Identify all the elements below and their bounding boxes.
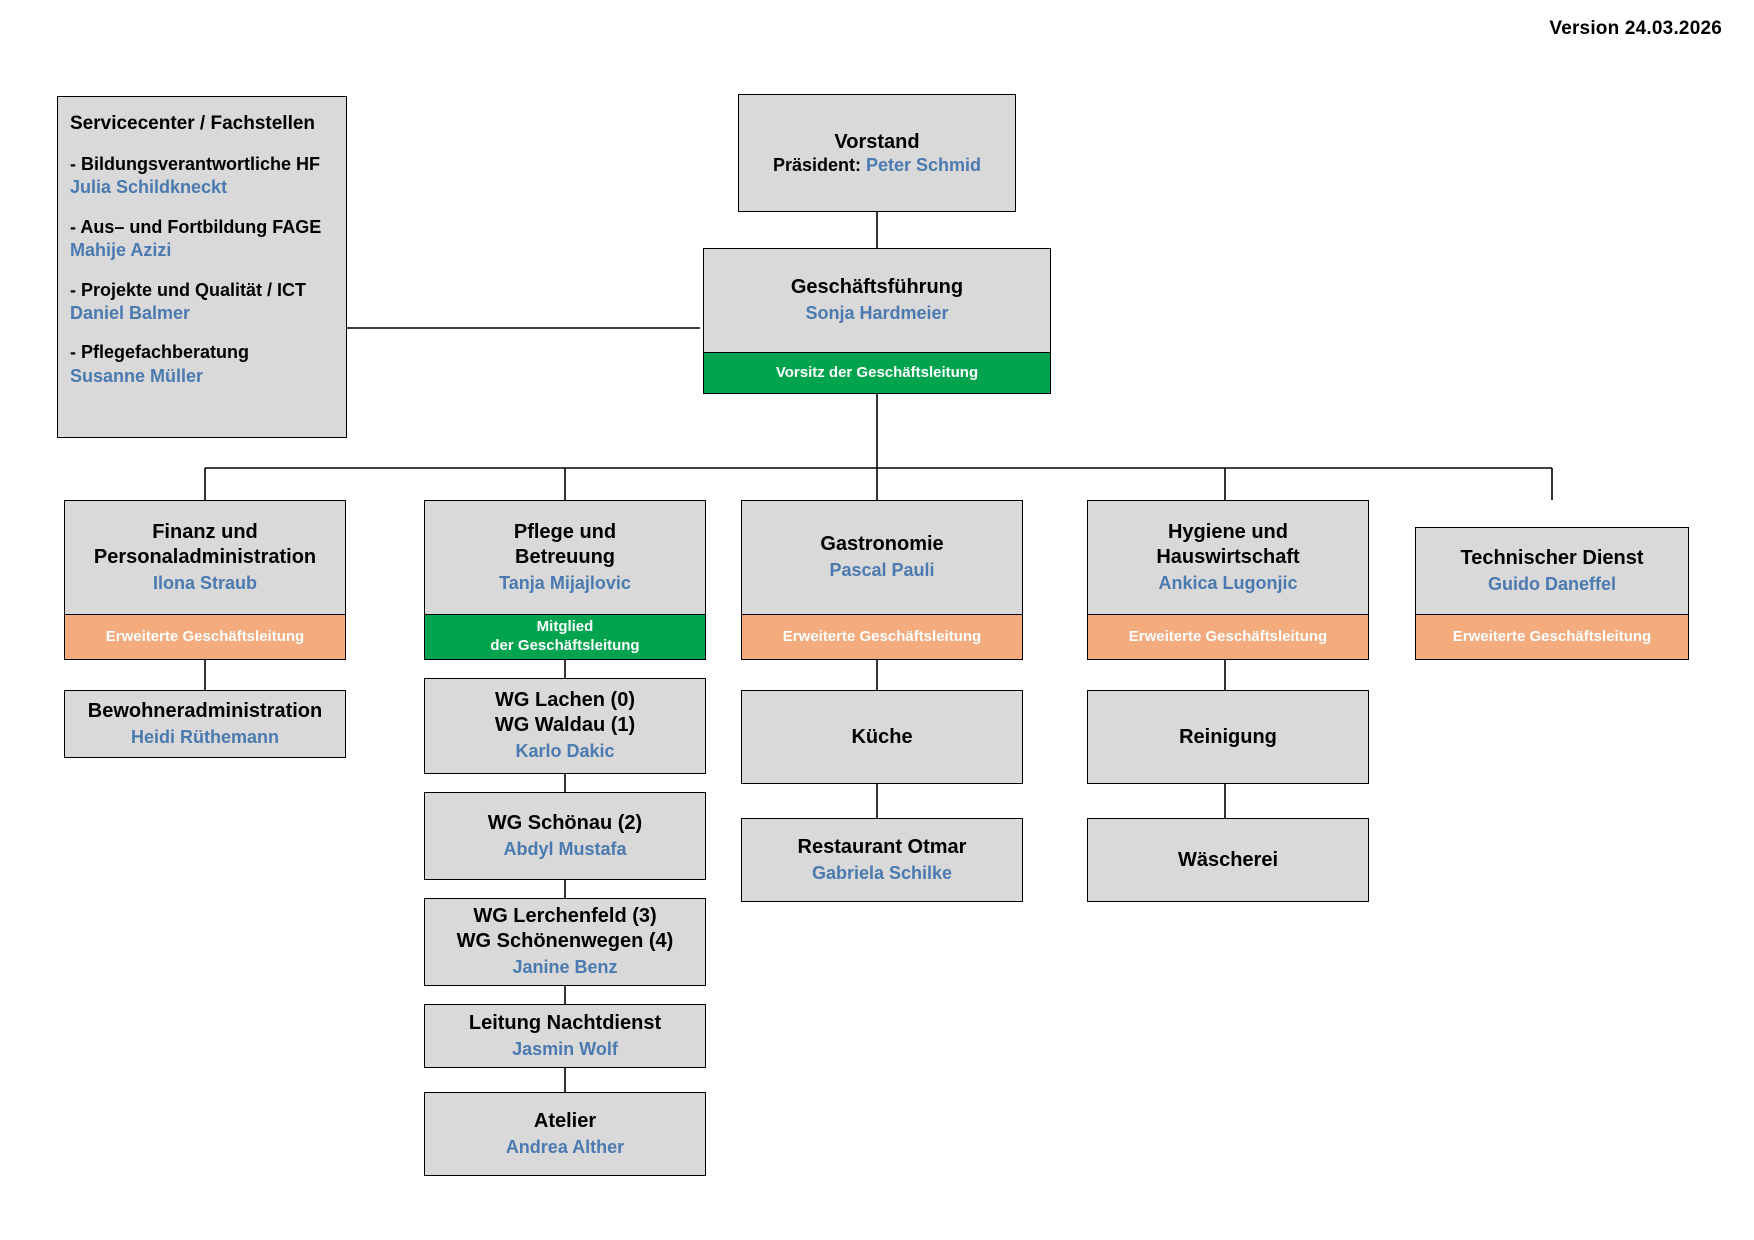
node-title-line: WG Lachen (0) xyxy=(494,689,635,712)
node-kueche[interactable]: Küche xyxy=(741,690,1023,784)
node-title-line: Wäscherei xyxy=(1177,848,1279,871)
node-title-line: Restaurant Otmar xyxy=(797,835,967,858)
node-atelier[interactable]: Atelier Andrea Alther xyxy=(424,1092,706,1176)
node-title: Vorstand xyxy=(834,131,920,153)
servicecenter-box[interactable]: Servicecenter / Fachstellen - Bildungsve… xyxy=(57,96,347,438)
servicecenter-item-role: - Projekte und Qualität / ICT xyxy=(70,279,307,300)
node-title-line: Bewohneradministration xyxy=(87,699,323,722)
node-bewohneradministration[interactable]: Bewohneradministration Heidi Rüthemann xyxy=(64,690,346,758)
node-title-line: Gastronomie xyxy=(820,533,944,556)
node-vorstand[interactable]: Vorstand Präsident: Peter Schmid xyxy=(738,94,1016,212)
node-person: Tanja Mijajlovic xyxy=(499,572,631,593)
servicecenter-item-bildungsverantwortliche: - Bildungsverantwortliche HF Julia Schil… xyxy=(70,153,334,200)
band-erweiterte-geschaeftsleitung-technik: Erweiterte Geschäftsleitung xyxy=(1415,615,1689,660)
node-person: Karlo Dakic xyxy=(515,741,615,762)
node-reinigung[interactable]: Reinigung xyxy=(1087,690,1369,784)
president-name: Peter Schmid xyxy=(866,155,982,175)
node-leitung-nachtdienst[interactable]: Leitung Nachtdienst Jasmin Wolf xyxy=(424,1004,706,1068)
servicecenter-item-role: - Pflegefachberatung xyxy=(70,342,250,363)
node-title-line: WG Schönau (2) xyxy=(487,811,643,834)
node-person: Abdyl Mustafa xyxy=(503,838,627,859)
servicecenter-item-fortbildung-fage: - Aus– und Fortbildung FAGE Mahije Azizi xyxy=(70,216,334,263)
node-wg-lachen-waldau[interactable]: WG Lachen (0) WG Waldau (1) Karlo Dakic xyxy=(424,678,706,774)
node-person: Gabriela Schilke xyxy=(811,862,953,883)
node-person: Pascal Pauli xyxy=(829,560,935,581)
servicecenter-item-pflegefachberatung: - Pflegefachberatung Susanne Müller xyxy=(70,341,334,388)
node-wg-schoenau[interactable]: WG Schönau (2) Abdyl Mustafa xyxy=(424,792,706,880)
servicecenter-item-name: Julia Schildkneckt xyxy=(70,177,228,198)
node-wg-lerchenfeld-schoenenwegen[interactable]: WG Lerchenfeld (3) WG Schönenwegen (4) J… xyxy=(424,898,706,986)
version-label: Version 24.03.2026 xyxy=(1549,18,1722,39)
band-erweiterte-geschaeftsleitung-finanz: Erweiterte Geschäftsleitung xyxy=(64,615,346,660)
band-erweiterte-geschaeftsleitung-gastronomie: Erweiterte Geschäftsleitung xyxy=(741,615,1023,660)
servicecenter-item-name: Susanne Müller xyxy=(70,365,204,386)
band-label-line: Mitglied xyxy=(536,618,594,636)
band-erweiterte-geschaeftsleitung-hygiene: Erweiterte Geschäftsleitung xyxy=(1087,615,1369,660)
band-label: Vorsitz der Geschäftsleitung xyxy=(775,363,979,381)
servicecenter-heading: Servicecenter / Fachstellen xyxy=(70,113,316,134)
node-finanz-personaladministration[interactable]: Finanz und Personaladministration Ilona … xyxy=(64,500,346,615)
servicecenter-item-role: - Bildungsverantwortliche HF xyxy=(70,154,321,174)
node-president-line: Präsident: Peter Schmid xyxy=(773,155,981,176)
band-mitglied-geschaeftsleitung-pflege: Mitglied der Geschäftsleitung xyxy=(424,615,706,660)
president-label: Präsident: xyxy=(772,155,861,175)
node-title-line: Technischer Dienst xyxy=(1460,546,1644,569)
node-title-line: Personaladministration xyxy=(93,545,317,568)
node-person: Heidi Rüthemann xyxy=(130,726,279,747)
servicecenter-item-name: Mahije Azizi xyxy=(70,240,172,261)
band-label: Erweiterte Geschäftsleitung xyxy=(1128,627,1328,645)
band-label: Erweiterte Geschäftsleitung xyxy=(782,627,982,645)
node-title: Geschäftsführung xyxy=(790,276,964,299)
node-person: Guido Daneffel xyxy=(1487,573,1616,594)
node-title-line: Pflege und xyxy=(513,520,617,543)
node-person: Andrea Alther xyxy=(505,1136,625,1157)
node-person: Ilona Straub xyxy=(152,572,257,593)
node-title-line: Finanz und xyxy=(152,520,258,543)
node-title-line: Reinigung xyxy=(1179,725,1277,748)
node-geschaeftsfuehrung[interactable]: Geschäftsführung Sonja Hardmeier xyxy=(703,248,1051,353)
node-restaurant-otmar[interactable]: Restaurant Otmar Gabriela Schilke xyxy=(741,818,1023,902)
node-title-line: WG Waldau (1) xyxy=(494,714,636,737)
band-label: Erweiterte Geschäftsleitung xyxy=(1452,627,1652,645)
node-person: Ankica Lugonjic xyxy=(1158,572,1298,593)
node-hygiene-hauswirtschaft[interactable]: Hygiene und Hauswirtschaft Ankica Lugonj… xyxy=(1087,500,1369,615)
node-title-line: Atelier xyxy=(533,1109,597,1132)
node-pflege-betreuung[interactable]: Pflege und Betreuung Tanja Mijajlovic xyxy=(424,500,706,615)
servicecenter-item-role: - Aus– und Fortbildung FAGE xyxy=(70,216,322,237)
node-title-line: Hygiene und xyxy=(1167,520,1288,543)
node-title-line: Küche xyxy=(851,725,913,748)
node-title-line: Leitung Nachtdienst xyxy=(468,1011,662,1034)
band-vorsitz-geschaeftsleitung: Vorsitz der Geschäftsleitung xyxy=(703,353,1051,394)
band-label-line: der Geschäftsleitung xyxy=(490,637,640,654)
servicecenter-item-name: Daniel Balmer xyxy=(70,302,191,323)
node-waescherei[interactable]: Wäscherei xyxy=(1087,818,1369,902)
node-title-line: WG Lerchenfeld (3) xyxy=(473,905,657,928)
node-person: Janine Benz xyxy=(512,957,618,978)
band-label: Erweiterte Geschäftsleitung xyxy=(105,627,305,645)
node-title-line: Hauswirtschaft xyxy=(1156,545,1300,568)
servicecenter-item-projekte-qualitaet-ict: - Projekte und Qualität / ICT Daniel Bal… xyxy=(70,279,334,326)
node-title-line: WG Schönenwegen (4) xyxy=(456,930,674,953)
node-person: Sonja Hardmeier xyxy=(805,303,949,324)
node-technischer-dienst[interactable]: Technischer Dienst Guido Daneffel xyxy=(1415,527,1689,615)
node-person: Jasmin Wolf xyxy=(512,1038,618,1059)
node-gastronomie[interactable]: Gastronomie Pascal Pauli xyxy=(741,500,1023,615)
node-title-line: Betreuung xyxy=(515,545,615,568)
